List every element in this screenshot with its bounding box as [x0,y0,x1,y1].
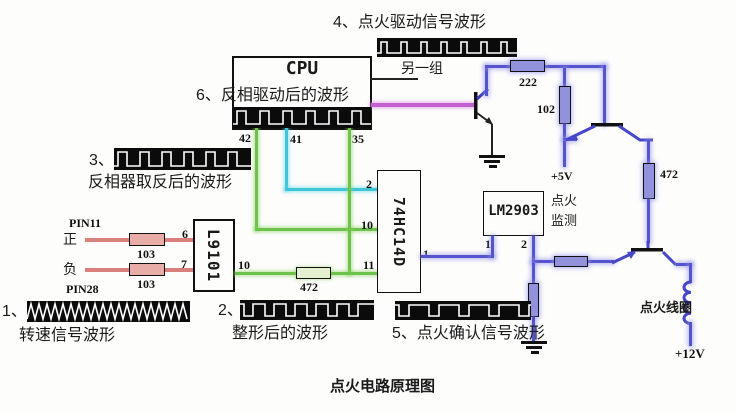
resistor-103b-value: 103 [137,277,155,291]
waveform-1-number: 1、 [2,303,27,320]
wire-rail-down [603,65,606,125]
transistor-driver-icon [474,87,493,125]
hc14d-chip [377,170,421,293]
plus12v-label: +12V [675,346,705,361]
wire-102-top [563,68,566,86]
speed-signal-waveform-icon [26,300,190,323]
another-group-label: 另一组 [401,60,443,76]
diagram-title: 点火电路原理图 [330,378,436,395]
lm2903-chip [483,191,544,236]
resistor-103b [129,263,165,276]
pin11-label: PIN11 [69,216,102,230]
hc14d-pin11-label: 11 [363,258,375,272]
wire-pin2-down [532,263,535,285]
waveform-6-caption: 6、反相驱动后的波形 [196,87,349,104]
waveform-2-number: 2、 [218,302,243,319]
l9101-pin6-label: 6 [182,227,188,241]
l9101-chip [193,219,235,292]
cpu-pin35-label: 35 [352,132,364,146]
resistor-102-value: 102 [537,102,555,116]
transistor-mid-icon [565,123,653,142]
waveform-2-caption: 整形后的波形 [232,325,329,342]
wire-coil-top [689,263,692,283]
wire-cpu-to-transistor [371,103,474,107]
l9101-pin10-label: 10 [238,258,250,272]
resistor-472-blue-value: 472 [660,167,678,181]
hc14d-pin2-label: 2 [366,177,372,191]
resistor-222-value: 222 [519,75,537,89]
lm2903-label: LM2903 [488,203,539,219]
inverter-output-waveform-icon [114,148,251,170]
ignition-coil-icon [682,280,692,326]
negative-label: 负 [63,261,77,277]
ground-icon [526,346,542,349]
ignition-confirm-waveform-icon [395,301,531,320]
ignition-coil-label: 点火线圈 [640,300,693,315]
ignition-monitor-label-2: 监测 [551,213,578,228]
ignition-monitor-label-1: 点火 [551,193,578,208]
shaped-waveform-icon [240,300,374,320]
wire-hc14d-pin1-to-lm2903 [421,255,494,258]
waveform-3-caption: 反相器取反后的波形 [88,174,233,191]
resistor-pulldown-vertical [528,283,539,317]
wire-lm2903-pin2 [532,236,535,263]
ground-icon [479,155,505,158]
resistor-472-blue [643,163,655,199]
wire-pin42-vertical [255,128,258,230]
ground-icon [489,165,497,168]
waveform-5-caption: 5、点火确认信号波形 [392,325,545,342]
cpu-pin41-label: 41 [290,132,302,146]
wire-to-5v [563,141,566,167]
waveform-1-caption: 转速信号波形 [19,327,116,344]
wire-pulldown-to-ground [532,317,535,341]
wire-pin42-horizontal [255,228,377,231]
wire-472b-bottom [647,199,650,243]
wire-pin41-to-hc14d [285,128,288,190]
wire-pin35-vertical [348,128,351,275]
plus5v-label: +5V [551,169,573,183]
ground-icon [521,341,547,344]
hc14d-pin10-label: 10 [361,218,373,232]
wire-top-rail [485,65,606,68]
cpu-label: CPU [285,58,319,79]
lm2903-pin2-label: 2 [521,237,527,251]
another-group-line [370,78,418,80]
ignition-drive-waveform-icon [377,38,517,57]
resistor-103a [129,233,165,246]
hc14d-pin1-label: 1 [423,247,429,261]
resistor-472-green [296,267,331,279]
wire-emitter-to-ground [491,124,493,155]
ground-icon [531,351,539,354]
waveform-3-number: 3、 [89,152,114,169]
resistor-102 [559,86,571,124]
wire-pin41-horizontal [285,188,377,191]
l9101-label: L9101 [204,228,224,283]
inverted-drive-waveform-icon [233,107,371,128]
resistor-103a-value: 103 [137,247,155,261]
wire-472b-top [647,140,650,163]
positive-label: 正 [63,231,77,247]
wire-collector-up [485,66,488,96]
l9101-pin7-label: 7 [181,257,187,271]
lm2903-pin1-label: 1 [485,237,491,251]
wire-collector-right [676,263,692,266]
cpu-pin42-label: 42 [239,131,251,145]
pin28-label: PIN28 [66,282,99,296]
ground-icon [484,160,500,163]
resistor-472-green-value: 472 [300,280,318,294]
waveform-4-caption: 4、点火驱动信号波形 [333,14,486,31]
transistor-output-icon [611,241,678,267]
wire-lm2903-pin1 [491,236,494,258]
wire-coil-bottom [689,322,692,346]
wire-102-bottom [563,124,566,140]
hc14d-label: 74HC14D [390,196,408,267]
resistor-base-horizontal [554,256,588,267]
resistor-222 [510,60,545,72]
